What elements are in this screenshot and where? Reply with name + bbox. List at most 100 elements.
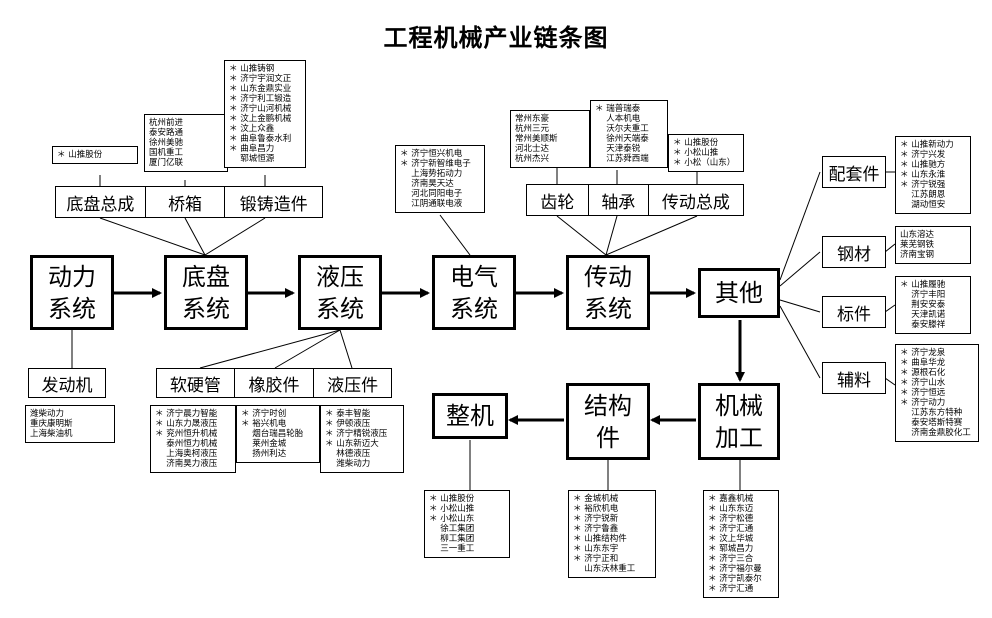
company-list-structural: ＊ 金城机械＊ 裕欣机电＊ 济宁锐新＊ 济宁鲁鑫＊ 山推结构件＊ 山东东宇＊ 济… <box>568 490 656 578</box>
node-transmission-system: 传动系统 <box>566 255 650 330</box>
company-list-accessory: ＊ 山推新动力＊ 济宁兴发＊ 山推驰方＊ 山东永淮＊ 济宁锐强 江苏朗恩 湖动恒… <box>895 136 971 214</box>
company-list-complete: ＊ 山推股份＊ 小松山推＊ 小松山东 徐工集团 柳工集团 三一重工 <box>424 490 510 558</box>
company-name: 三一重工 <box>429 544 475 554</box>
company-name: 天津泰锐 <box>595 144 641 154</box>
company-name: 泰安滕祥 <box>900 320 946 330</box>
company-name: ＊ 济宁福尔曼 <box>708 564 762 574</box>
company-list-gear: 常州东豪杭州三元常州美顺斯河北士达杭州杰兴 <box>510 110 590 168</box>
company-name: ＊ 泰丰智能 <box>325 409 371 419</box>
company-name: ＊ 源根石化 <box>900 368 946 378</box>
company-list-engine: 潍柴动力重庆康明斯上海柴油机 <box>25 405 115 443</box>
company-name: ＊ 山推履驰 <box>900 280 946 290</box>
sub-transmission-assembly: 传动总成 <box>647 185 743 215</box>
company-name: 扬州利达 <box>241 449 287 459</box>
company-name: ＊ 济宁龙泉 <box>900 348 946 358</box>
company-name: ＊ 济宁正和 <box>573 554 619 564</box>
company-name: 国机重工 <box>149 148 184 158</box>
company-name: 济南昊天达 <box>400 179 454 189</box>
company-name: ＊ 济宁兴发 <box>900 150 946 160</box>
company-name: 莱芜钢铁 <box>900 240 935 250</box>
node-electric-system: 电气系统 <box>432 255 516 330</box>
company-name: ＊ 济宁凯泰尔 <box>708 574 762 584</box>
company-name: 烟台瑞昌轮胎 <box>241 429 304 439</box>
node-chassis-system: 底盘系统 <box>164 255 248 330</box>
company-list-machining: ＊ 嘉鑫机械＊ 山东东迈＊ 济宁松德＊ 济宁汇通＊ 汶上华城＊ 郓城昌力＊ 济宁… <box>703 490 779 598</box>
company-name: 天津凯诺 <box>900 310 946 320</box>
company-name: 杭州杰兴 <box>515 154 550 164</box>
company-list-steel: 山东溶达莱芜钢铁济南宝钢 <box>895 226 971 264</box>
sub-forging: 锻铸造件 <box>224 187 322 217</box>
company-name: 济南宝钢 <box>900 250 935 260</box>
company-list-rubber: ＊ 济宁时创＊ 裕兴机电 烟台瑞昌轮胎 莱州金城 扬州利达 <box>236 405 320 463</box>
company-name: 荆安安泰 <box>900 300 946 310</box>
company-name: 山东溶达 <box>900 230 935 240</box>
company-list-soft-hard-pipe: ＊ 济宁晨力智能＊ 山东力晟液压＊ 兖州恒升机械 泰州恒力机械 上海奥柯液压 济… <box>150 405 236 473</box>
company-list-standard-parts: ＊ 山推履驰 济宁丰阳 荆安安泰 天津凯诺 泰安滕祥 <box>895 276 971 334</box>
company-name: ＊ 济宁山水 <box>900 378 946 388</box>
company-name: ＊ 山推驰方 <box>900 160 946 170</box>
company-name: 人本机电 <box>595 114 641 124</box>
company-name: ＊ 济宁宇润文正 <box>229 74 292 84</box>
company-name: 林德液压 <box>325 449 371 459</box>
company-name: 上海奥柯液压 <box>155 449 218 459</box>
company-name: 莱州金城 <box>241 439 287 449</box>
company-name: 徐工集团 <box>429 524 475 534</box>
company-name: ＊ 济宁恒远 <box>900 388 946 398</box>
company-name: 江苏东方特种 <box>900 408 963 418</box>
company-name: ＊ 金城机械 <box>573 494 619 504</box>
company-name: 河北士达 <box>515 144 550 154</box>
company-name: 徐州天端泰 <box>595 134 649 144</box>
company-list-auxiliary: ＊ 济宁龙泉＊ 曲阜华龙＊ 源根石化＊ 济宁山水＊ 济宁恒远＊ 济宁动力 江苏东… <box>895 344 979 442</box>
company-name: 潍柴动力 <box>30 409 65 419</box>
company-name: 厦门亿联 <box>149 158 184 168</box>
company-name: ＊ 济宁新智维电子 <box>400 159 471 169</box>
sub-standard-parts: 标件 <box>822 296 886 328</box>
company-name: ＊ 山推股份 <box>429 494 475 504</box>
node-power-system: 动力系统 <box>30 255 114 330</box>
company-name: 沃尔夫重工 <box>595 124 649 134</box>
company-list-electric: ＊ 济宁恒兴机电＊ 济宁新智维电子 上海势拓动力 济南昊天达 河北同阳电子 江阴… <box>395 145 485 213</box>
company-name: ＊ 山东东宇 <box>573 544 619 554</box>
company-name: 潍柴动力 <box>325 459 371 469</box>
company-name: ＊ 小松（山东） <box>673 158 736 168</box>
sub-group-transmission: 齿轮 轴承 传动总成 <box>526 184 744 216</box>
company-name: 杭州三元 <box>515 124 550 134</box>
company-list-chassis-assembly: ＊ 山推股份 <box>52 146 138 164</box>
company-name: ＊ 曲阜华龙 <box>900 358 946 368</box>
company-name: 江阴通联电液 <box>400 199 463 209</box>
company-name: 河北同阳电子 <box>400 189 463 199</box>
company-list-bearing: ＊ 瑞普瑞泰 人本机电 沃尔夫重工 徐州天端泰 天津泰锐 江苏舜西端 <box>590 100 668 168</box>
company-name: ＊ 伊顿液压 <box>325 419 371 429</box>
sub-rubber: 橡胶件 <box>233 369 314 397</box>
company-name: ＊ 济宁利工锻造 <box>229 94 292 104</box>
company-name: ＊ 济宁恒兴机电 <box>400 149 463 159</box>
company-name: ＊ 汶上众鑫 <box>229 124 275 134</box>
company-name: ＊ 嘉鑫机械 <box>708 494 754 504</box>
node-hydraulic-system: 液压系统 <box>298 255 382 330</box>
company-name: ＊ 山东新迈大 <box>325 439 379 449</box>
sub-axle: 桥箱 <box>144 187 225 217</box>
company-name: 济南金鼎胶化工 <box>900 428 971 438</box>
node-machining: 机械加工 <box>698 383 780 460</box>
company-name: ＊ 山东金鼎实业 <box>229 84 292 94</box>
company-name: ＊ 曲阜鲁泰水利 <box>229 134 292 144</box>
sub-hydraulic-parts: 液压件 <box>313 369 391 397</box>
company-name: 江苏朗恩 <box>900 190 946 200</box>
sub-accessory: 配套件 <box>822 156 886 188</box>
company-name: ＊ 裕欣机电 <box>573 504 619 514</box>
company-name: ＊ 小松山推 <box>673 148 719 158</box>
company-list-forging: ＊ 山推铸钢＊ 济宁宇润文正＊ 山东金鼎实业＊ 济宁利工锻造＊ 济宁山河机械＊ … <box>224 60 306 168</box>
sub-soft-hard-pipe: 软硬管 <box>169 375 221 396</box>
company-name: 泰安路通 <box>149 128 184 138</box>
company-name: 常州美顺斯 <box>515 134 558 144</box>
company-name: 徐州美驰 <box>149 138 184 148</box>
company-name: ＊ 济宁时创 <box>241 409 287 419</box>
company-list-transmission-assembly: ＊ 山推股份＊ 小松山推＊ 小松（山东） <box>668 134 744 172</box>
company-name: ＊ 山东力晟液压 <box>155 419 218 429</box>
company-name: ＊ 济宁汇通 <box>708 584 754 594</box>
company-list-axle: 杭州前进泰安路通徐州美驰国机重工厦门亿联 <box>144 114 228 172</box>
company-name: ＊ 济宁动力 <box>900 398 946 408</box>
sub-gear: 齿轮 <box>540 192 575 213</box>
node-other: 其他 <box>698 268 780 318</box>
